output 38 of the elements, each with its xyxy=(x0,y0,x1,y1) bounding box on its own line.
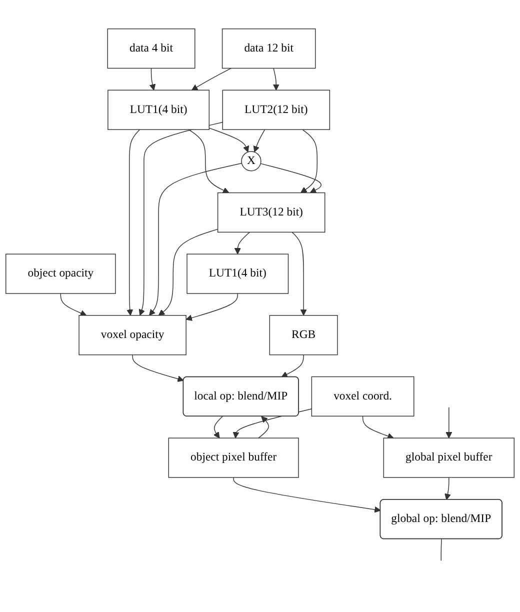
arrow xyxy=(138,122,223,316)
arrow xyxy=(148,163,242,316)
node-box: object opacity xyxy=(5,254,116,294)
arrow xyxy=(158,229,218,316)
node-box: global pixel buffer xyxy=(383,438,515,478)
arrow xyxy=(292,232,307,316)
node-box: data 12 bit xyxy=(222,28,316,69)
node-box: voxel opacity xyxy=(78,315,186,356)
node-box: RGB xyxy=(269,315,338,356)
arrow xyxy=(191,68,232,91)
arrow xyxy=(444,477,451,500)
arrow xyxy=(253,130,266,153)
node-box: LUT1(4 bit) xyxy=(186,254,289,294)
node-circle: X xyxy=(241,151,262,172)
connector xyxy=(440,539,442,562)
node-box: LUT1(4 bit) xyxy=(108,90,210,130)
arrow xyxy=(149,68,156,91)
arrow xyxy=(260,164,322,194)
arrow xyxy=(188,130,230,194)
arrow xyxy=(233,477,381,514)
node-box: LUT2(12 bit) xyxy=(222,90,330,130)
arrow xyxy=(126,130,140,316)
node-box: data 4 bit xyxy=(107,28,196,69)
arrow xyxy=(300,130,318,194)
node-box: voxel coord. xyxy=(311,376,414,417)
arrow xyxy=(60,293,87,316)
node-box: LUT3(12 bit) xyxy=(217,192,326,233)
arrow xyxy=(362,416,394,440)
arrow xyxy=(234,232,250,255)
arrow xyxy=(258,416,269,439)
arrow xyxy=(186,293,238,322)
arrow xyxy=(208,128,250,153)
arrow xyxy=(281,354,304,378)
node-box: object pixel buffer xyxy=(168,438,299,478)
arrow xyxy=(446,407,452,439)
arrow xyxy=(213,416,223,439)
arrow xyxy=(132,354,184,382)
arrow xyxy=(272,68,280,91)
